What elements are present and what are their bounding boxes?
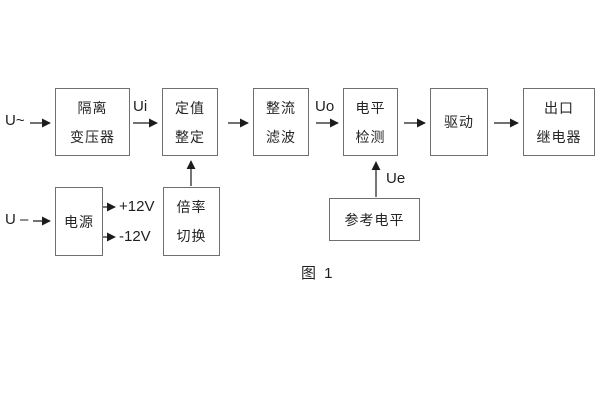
block-label: 电源 [64, 213, 94, 230]
block-output-relay: 出口 继电器 [523, 88, 595, 156]
block-label: 继电器 [536, 128, 582, 145]
block-ratio-switch: 倍率 切换 [163, 187, 220, 256]
block-reference-level: 参考电平 [329, 198, 420, 241]
label-signal-ue: Ue [386, 170, 406, 187]
block-rectifier-filter: 整流 滤波 [253, 88, 309, 156]
block-label: 检测 [355, 128, 386, 145]
label-signal-uo: Uo [315, 98, 335, 115]
label-plus-12v: +12V [119, 198, 155, 215]
label-input-ac: U~ [5, 112, 25, 129]
block-label: 隔离 [77, 99, 108, 116]
figure-caption: 图 1 [301, 265, 335, 282]
block-label: 滤波 [266, 128, 296, 145]
block-label: 切换 [176, 228, 207, 244]
label-input-dc: U – [5, 211, 29, 228]
block-label: 驱动 [444, 114, 474, 130]
block-label: 整流 [266, 99, 296, 116]
block-label: 整定 [175, 128, 205, 145]
block-isolation-transformer: 隔离 变压器 [55, 88, 130, 156]
block-setpoint-adjust: 定值 整定 [162, 88, 218, 156]
label-minus-12v: -12V [119, 228, 151, 245]
block-label: 参考电平 [344, 211, 405, 228]
block-drive: 驱动 [430, 88, 488, 156]
block-label: 倍率 [176, 199, 207, 215]
block-label: 出口 [544, 99, 574, 116]
block-label: 定值 [175, 99, 205, 116]
block-power-supply: 电源 [55, 187, 103, 256]
label-signal-ui: Ui [133, 98, 148, 115]
block-label: 变压器 [70, 128, 115, 145]
block-label: 电平 [355, 99, 386, 116]
block-level-detect: 电平 检测 [343, 88, 398, 156]
